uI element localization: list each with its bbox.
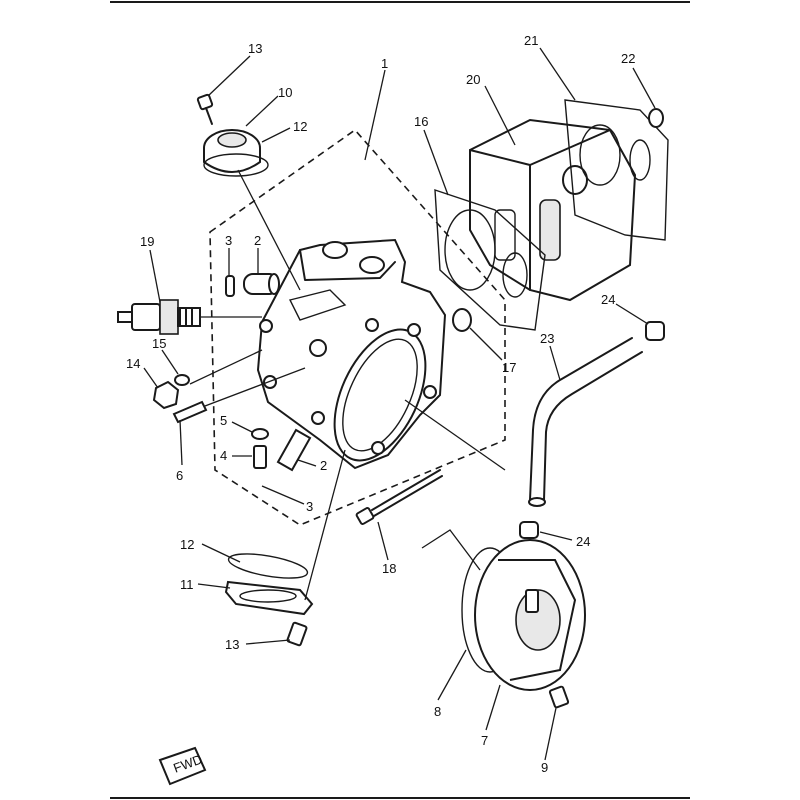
- callout-1: 1: [381, 56, 388, 71]
- part-4-bolt: [253, 445, 267, 469]
- part-10-cover: [203, 129, 261, 173]
- callout-11: 11: [180, 577, 194, 592]
- part-13-bolt-bottom: [286, 621, 308, 647]
- callout-2-bottom: 2: [320, 458, 327, 473]
- part-21-gasket: [564, 99, 669, 241]
- callout-20: 20: [466, 72, 480, 87]
- callout-3-bottom: 3: [306, 499, 313, 514]
- callout-5: 5: [220, 413, 227, 428]
- callout-16: 16: [414, 114, 428, 129]
- part-3-pin-top: [225, 275, 235, 297]
- callout-3-top: 3: [225, 233, 232, 248]
- callout-labels: 13 10 12 1 21 22 20 16 3 2 19 24 15 14 2…: [126, 33, 635, 775]
- front-direction-mark: FWD: [158, 746, 207, 786]
- callout-23: 23: [540, 331, 554, 346]
- part-6-stud: [172, 400, 208, 424]
- part-12-gasket-top: [203, 153, 269, 177]
- part-19-spark-plug: [117, 299, 262, 335]
- bottom-cover-line: [304, 449, 346, 601]
- callout-2-top: 2: [254, 233, 261, 248]
- part-13-bolt-top: [196, 93, 214, 125]
- callout-21: 21: [524, 33, 538, 48]
- part-15-washer: [174, 374, 190, 386]
- callout-15: 15: [152, 336, 166, 351]
- callout-17: 17: [502, 360, 516, 375]
- callout-19: 19: [140, 234, 154, 249]
- stud-line-2: [204, 367, 306, 407]
- part-24-fitting-bottom: [519, 521, 539, 539]
- part-5-washer: [251, 428, 269, 440]
- stud-line: [189, 349, 263, 385]
- part-18-bolt: [355, 469, 443, 525]
- part-24-fitting-top: [645, 321, 665, 341]
- callout-24-top: 24: [601, 292, 615, 307]
- callout-13-bottom: 13: [225, 637, 239, 652]
- callout-13-top: 13: [248, 41, 262, 56]
- part-11-cover: [224, 580, 314, 616]
- part-2-dowel-top: [243, 273, 280, 295]
- callout-7: 7: [481, 733, 488, 748]
- callout-24-bottom: 24: [576, 534, 590, 549]
- part-9-bolt: [548, 685, 570, 709]
- callout-12-bottom: 12: [180, 537, 194, 552]
- assembly-line-pump: [404, 399, 506, 471]
- part-2-dowel-bottom: [276, 428, 312, 472]
- callout-12-top: 12: [293, 119, 307, 134]
- callout-8: 8: [434, 704, 441, 719]
- assembly-line-bracket: [421, 529, 481, 571]
- part-22-dowel: [648, 108, 664, 128]
- cover-assembly-line: [237, 169, 301, 291]
- part-16-gasket: [434, 189, 546, 331]
- callout-14: 14: [126, 356, 140, 371]
- part-12-gasket-bottom: [227, 553, 309, 579]
- part-17-dowel: [452, 308, 472, 332]
- callout-18: 18: [382, 561, 396, 576]
- assembly-outline-1: [209, 128, 506, 526]
- callout-4: 4: [220, 448, 227, 463]
- part-14-nut: [152, 380, 180, 410]
- part-20-cylinder-head: [469, 118, 637, 302]
- callout-9: 9: [541, 760, 548, 775]
- callout-6: 6: [176, 468, 183, 483]
- part-23-pipe: [528, 337, 643, 507]
- part-7-pump-cover: [474, 539, 586, 691]
- callout-22: 22: [621, 51, 635, 66]
- part-1-cylinder-block: [256, 238, 447, 470]
- callout-10: 10: [278, 85, 292, 100]
- leader-lines: [143, 47, 656, 761]
